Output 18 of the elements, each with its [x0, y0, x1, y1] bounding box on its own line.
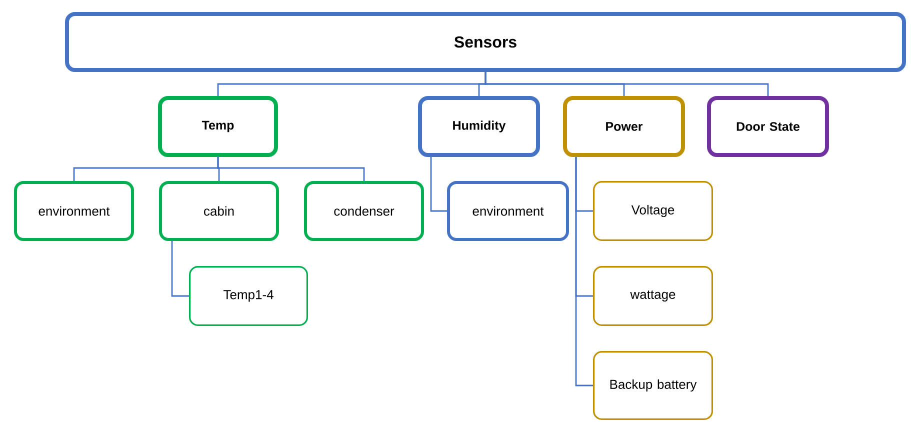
connector-line [171, 241, 189, 297]
category-box: Humidity [418, 96, 540, 157]
sensor-box: condenser [304, 181, 424, 241]
connector-line [217, 157, 365, 181]
sensor-box: Backup battery [593, 351, 713, 420]
category-box: Temp [158, 96, 278, 157]
sensor-box: environment [14, 181, 134, 241]
category-box: Door State [707, 96, 829, 157]
sensor-box: cabin [159, 181, 279, 241]
connector-line [575, 157, 593, 386]
category-box: Power [563, 96, 685, 157]
connector-line [430, 157, 447, 212]
sensor-box: Temp1-4 [189, 266, 308, 326]
sensor-box: environment [447, 181, 569, 241]
connector-line [484, 72, 769, 96]
category-box: Sensors [65, 12, 906, 72]
sensor-box: wattage [593, 266, 713, 326]
sensor-box: Voltage [593, 181, 713, 241]
